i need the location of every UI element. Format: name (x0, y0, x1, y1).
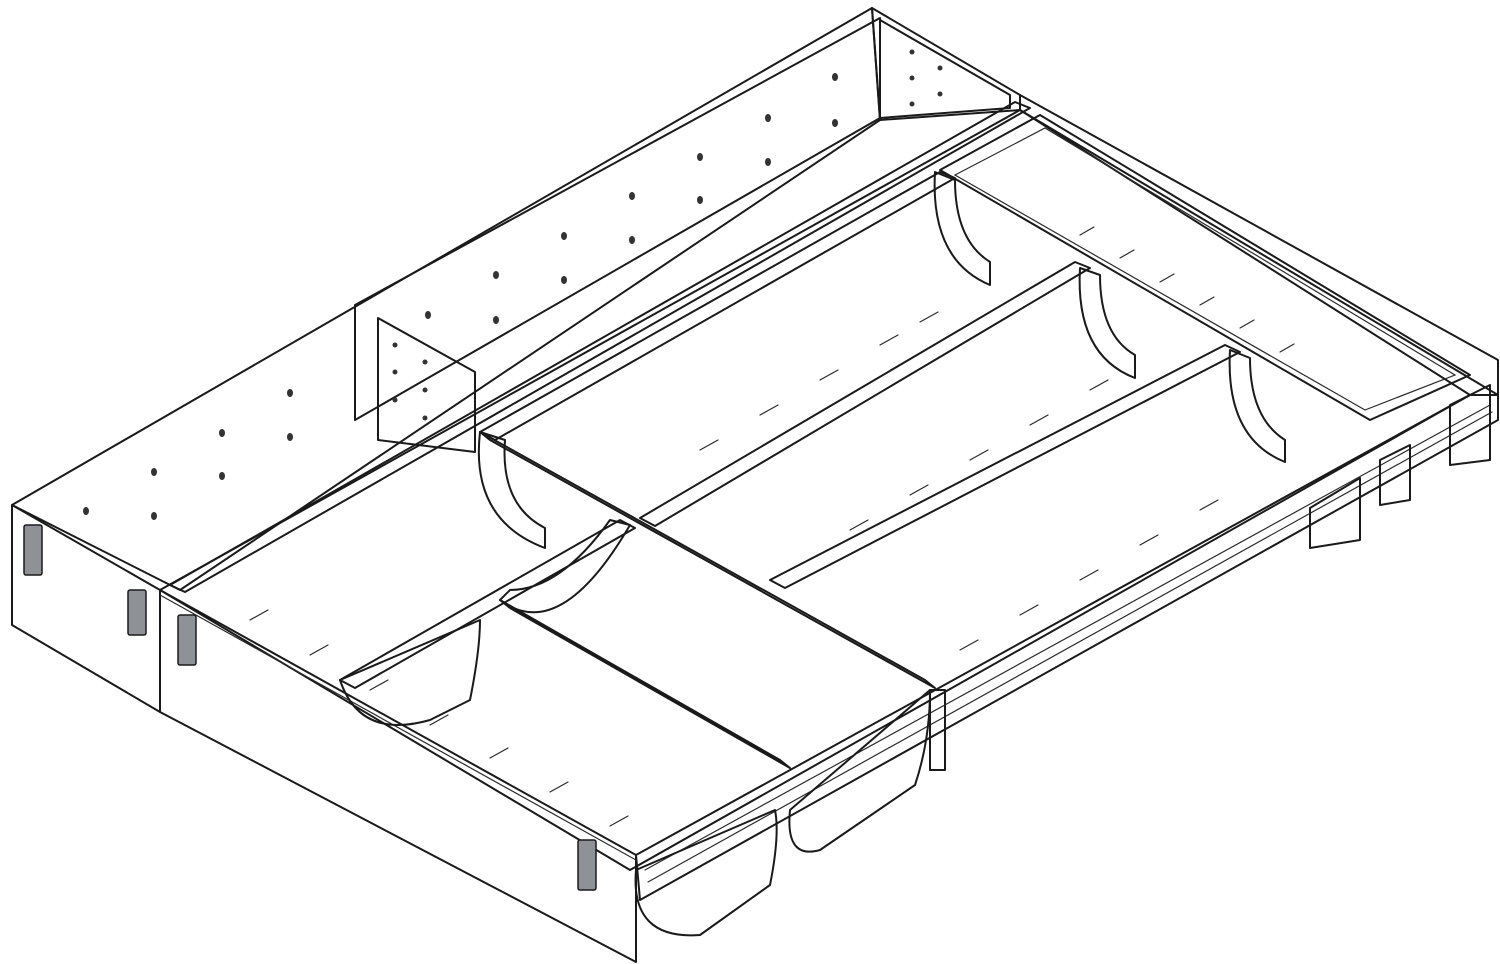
front-panel (159, 589, 637, 963)
pegboard-divider (354, 17, 881, 421)
clip-latch-icon (127, 589, 147, 636)
support-4 (929, 689, 946, 771)
peg-hole-icon (937, 91, 943, 97)
support-3 (1449, 384, 1491, 466)
back-rod (169, 101, 1031, 593)
pegboard-back-panel (879, 19, 1011, 119)
back-right-wall (1019, 94, 1499, 396)
peg-hole-icon (697, 196, 703, 204)
left-side-wall (11, 7, 881, 591)
long-divider-2 (639, 261, 1091, 527)
peg-hole-icon (422, 359, 428, 365)
scoop-8 (788, 689, 931, 853)
peg-hole-icon (697, 153, 703, 161)
peg-hole-icon (561, 232, 567, 240)
corner-clips (23, 524, 597, 891)
peg-hole-icon (629, 236, 635, 244)
peg-hole-icon (83, 507, 89, 515)
floor-ribs (249, 226, 1295, 827)
peg-hole-icon (392, 397, 398, 403)
support-1 (1309, 477, 1361, 549)
back-compartment (939, 114, 1471, 421)
peg-hole-icon (909, 101, 915, 107)
peg-hole-icon (425, 311, 431, 319)
peg-hole-icon (765, 114, 771, 122)
peg-hole-icon (909, 49, 915, 55)
peg-hole-icon (219, 472, 225, 480)
peg-hole-icon (832, 119, 838, 127)
peg-hole-icon (937, 65, 943, 71)
peg-hole-icon (422, 387, 428, 393)
scoop-7 (634, 809, 778, 937)
peg-hole-icon (151, 512, 157, 520)
peg-hole-icon (422, 415, 428, 421)
peg-hole-icon (493, 271, 499, 279)
scoop-1 (477, 431, 546, 549)
short-divider-2 (499, 599, 791, 769)
peg-hole-icon (765, 158, 771, 166)
clip-latch-icon (23, 524, 43, 576)
peg-hole-icon (629, 192, 635, 200)
scoop-3 (1078, 267, 1136, 379)
peg-holes (83, 49, 943, 520)
short-divider (339, 519, 636, 689)
scoop-4 (1228, 349, 1286, 463)
clip-latch-icon (177, 614, 197, 666)
rail-supports (929, 384, 1491, 771)
peg-hole-icon (561, 276, 567, 284)
peg-hole-icon (287, 433, 293, 441)
front-rail (635, 394, 1499, 901)
pegboard-small-panel (377, 317, 476, 453)
peg-hole-icon (493, 316, 499, 324)
peg-hole-icon (151, 468, 157, 476)
scoop-6 (499, 519, 631, 614)
back-wall-inner (871, 7, 1021, 121)
peg-hole-icon (392, 342, 398, 348)
support-2 (1379, 444, 1411, 506)
scoop-2 (933, 171, 991, 286)
scoop-5 (339, 619, 481, 726)
long-dividers (339, 171, 1241, 769)
peg-hole-icon (909, 75, 915, 81)
cross-divider (479, 431, 936, 689)
long-divider-3 (769, 344, 1241, 589)
peg-hole-icon (832, 73, 838, 81)
peg-hole-icon (287, 389, 293, 397)
peg-hole-icon (392, 369, 398, 375)
pegboard-section (83, 17, 1011, 520)
back-compartment-tray (939, 114, 1471, 421)
peg-hole-icon (219, 429, 225, 437)
tray-body (11, 7, 1499, 963)
scoop-end-pieces (339, 171, 1286, 937)
clip-latch-icon (577, 839, 597, 891)
